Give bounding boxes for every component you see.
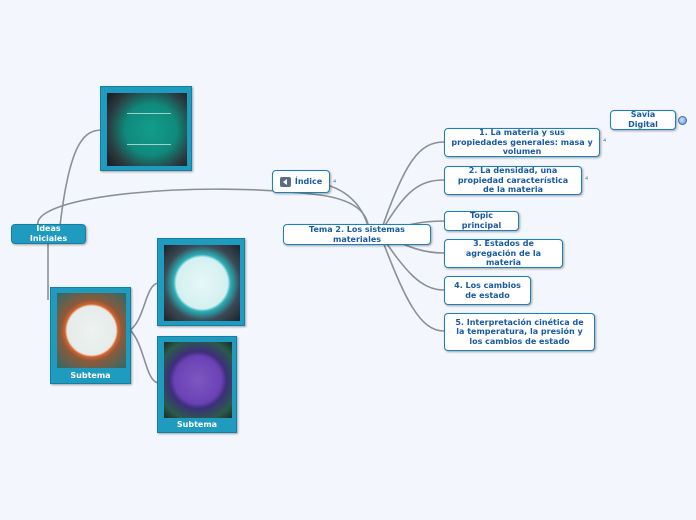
branch-3-label: Topic principal [461,211,502,230]
image-card-1[interactable] [100,86,192,171]
card-3-image [164,245,240,321]
back-arrow-icon [279,176,291,187]
card-1-image [107,93,187,166]
branch-2-node[interactable]: 2. La densidad, una propiedad caracterís… [444,166,582,195]
branch-6-label: 5. Interpretación cinética de la tempera… [455,317,584,346]
index-node[interactable]: Índice [272,170,330,193]
branch-3-node[interactable]: Topic principal [444,211,519,231]
savia-label: Savia Digital [628,110,658,129]
savia-digital-node[interactable]: Savia Digital [610,110,676,130]
note-icon[interactable]: ⁴ [603,137,607,146]
note-icon[interactable]: ⁴ [333,178,337,187]
image-card-4[interactable]: Subtema [157,336,237,433]
branch-4-label: 3. Estados de agregación de la materia [465,239,542,268]
branch-1-node[interactable]: 1. La materia y sus propiedades generale… [444,128,600,157]
card-4-image [164,342,232,418]
card-2-label: Subtema [70,371,111,380]
central-topic[interactable]: Tema 2. Los sistemas materiales [283,224,431,245]
central-topic-label: Tema 2. Los sistemas materiales [309,224,405,244]
branch-4-node[interactable]: 3. Estados de agregación de la materia [444,239,563,268]
image-card-2[interactable]: Subtema [50,287,131,384]
branch-5-node[interactable]: 4. Los cambios de estado [444,276,531,305]
globe-icon[interactable] [678,116,687,125]
index-label: Índice [294,176,323,186]
image-card-3[interactable] [157,238,245,326]
ideas-label: Ideas Iniciales [29,224,68,243]
branch-2-label: 2. La densidad, una propiedad caracterís… [457,166,569,195]
card-2-image [57,293,126,368]
ideas-iniciales-node[interactable]: Ideas Iniciales [11,224,86,244]
branch-5-label: 4. Los cambios de estado [454,280,521,300]
card-4-label: Subtema [176,420,218,429]
branch-6-node[interactable]: 5. Interpretación cinética de la tempera… [444,313,595,351]
note-icon[interactable]: ⁴ [585,175,589,184]
branch-1-label: 1. La materia y sus propiedades generale… [451,128,593,157]
